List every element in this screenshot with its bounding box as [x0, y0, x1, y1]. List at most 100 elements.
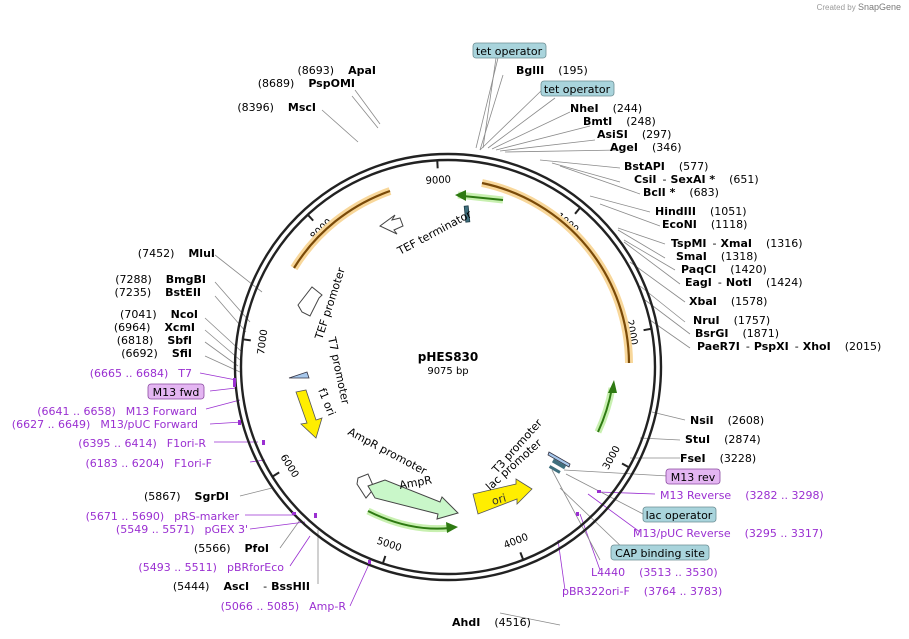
tef-terminator-arrow — [379, 214, 404, 235]
box-tet-operator-1: tet operator — [472, 42, 547, 59]
site-ncoi: (7041)NcoI — [120, 308, 198, 321]
site-eagi-noti: EagI-NotI(1424) — [685, 276, 803, 289]
ampr-arc-head — [446, 522, 458, 533]
primer-amp-r: (5066 .. 5085)Amp-R — [221, 600, 347, 613]
green-arrow-top-head — [455, 190, 466, 201]
site-pfoi: (5566)PfoI — [194, 542, 269, 555]
site-asisi: AsiSI(297) — [597, 128, 671, 141]
box-label: M13 fwd — [153, 386, 200, 399]
tick-label: 6000 — [278, 453, 301, 480]
site-pspomi: (8689)PspOMI — [258, 77, 355, 90]
tef-promoter-arrow — [297, 286, 323, 317]
green-arrow-right-head — [608, 380, 617, 393]
primer-l4440: L4440(3513 .. 3530) — [591, 566, 718, 579]
site-nhei: NheI(244) — [570, 102, 642, 115]
site-agei: AgeI(346) — [610, 141, 682, 154]
site-msci: (8396)MscI — [237, 101, 316, 114]
site-mlui: (7452)MluI — [138, 247, 215, 260]
primers-left: (6665 .. 6684)T7 (6641 .. 6658)M13 Forwa… — [12, 367, 347, 613]
primer-m13-forward: (6641 .. 6658)M13 Forward — [37, 405, 197, 418]
tick-mark — [621, 462, 630, 469]
sites-right: BglII(195) NheI(244) BmtI(248) AsiSI(297… — [452, 64, 881, 629]
site-sgrdi: (5867)SgrDI — [144, 490, 229, 503]
site-asci-bsshii: (5444)AscI-BssHII — [173, 580, 310, 593]
credit-prefix: Created by — [816, 3, 856, 12]
tick-mark — [574, 207, 581, 215]
box-label: tet operator — [544, 83, 611, 96]
ampr-arrow — [367, 479, 459, 520]
feature-label-ampr: AmpR — [398, 473, 433, 492]
primer-m13-reverse: M13 Reverse(3282 .. 3298) — [660, 489, 824, 502]
primer-f1ori-f: (6183 .. 6204)F1ori-F — [86, 457, 213, 470]
site-ahdi: AhdI(4516) — [452, 616, 531, 629]
site-bcli: BclI *(683) — [643, 186, 719, 199]
site-bstapi: BstAPI(577) — [624, 160, 708, 173]
tick-label: 3000 — [601, 444, 623, 472]
plasmid-length: 9075 bp — [427, 366, 468, 377]
box-label: M13 rev — [671, 471, 716, 484]
tef-gene-arc-glow — [481, 179, 633, 364]
snapgene-credit: Created by SnapGene — [817, 2, 901, 12]
primer-m13puc-reverse: M13/pUC Reverse(3295 .. 3317) — [633, 527, 823, 540]
tick-mark — [242, 338, 251, 342]
f1-ori-arrow — [295, 389, 323, 439]
site-smai: SmaI(1318) — [676, 250, 757, 263]
sites-left: (8693)ApaI (8689)PspOMI (8396)MscI (7452… — [114, 64, 376, 593]
site-econi: EcoNI(1118) — [662, 218, 747, 231]
tick-label: 5000 — [375, 536, 403, 554]
ori-arrow — [472, 478, 533, 515]
cap-site-marker — [548, 465, 561, 474]
site-tspmi-xmai: TspMI-XmaI(1316) — [671, 237, 803, 250]
feature-label-tef-promoter: TEF promoter — [312, 266, 348, 342]
tick-label: 9000 — [425, 175, 451, 187]
site-xbai: XbaI(1578) — [689, 295, 767, 308]
site-stui: StuI(2874) — [685, 433, 761, 446]
left-orange-arc-glow — [290, 187, 392, 271]
feature-label-f1-ori: f1 ori — [315, 386, 338, 417]
primer-f1ori-r: (6395 .. 6414)F1ori-R — [78, 437, 206, 450]
box-tet-operator-2: tet operator — [540, 80, 615, 97]
tick-mark — [519, 552, 525, 561]
t7-promoter-arrow — [288, 371, 310, 379]
primer-prs-marker: (5671 .. 5690)pRS-marker — [86, 510, 240, 523]
box-m13-fwd: M13 fwd — [147, 383, 205, 400]
tet-operator-marker — [463, 205, 471, 223]
box-label: tet operator — [476, 45, 543, 58]
site-csii-sexai: CsiI-SexAI *(651) — [634, 173, 759, 186]
primer-marks — [233, 378, 601, 564]
tick-mark — [643, 327, 652, 332]
site-xcmi: (6964)XcmI — [114, 321, 195, 334]
tick-label: 4000 — [502, 532, 530, 552]
site-fsei: FseI(3228) — [680, 452, 756, 465]
credit-brand: SnapGene — [857, 2, 901, 12]
box-label: lac operator — [646, 509, 713, 522]
primer-pbrforeco: (5493 .. 5511)pBRforEco — [138, 561, 284, 574]
primer-t7: (6665 .. 6684)T7 — [90, 367, 192, 380]
primer-leader-lines — [199, 372, 656, 607]
site-sbfi: (6818)SbfI — [117, 334, 192, 347]
tick-mark — [381, 555, 387, 564]
feature-label-tef-terminator: TEF terminator — [394, 207, 474, 258]
box-cap-binding-site: CAP binding site — [610, 544, 710, 561]
site-bsrgi: BsrGI(1871) — [695, 327, 779, 340]
ampr-arc — [367, 510, 451, 530]
tick-marks — [242, 160, 652, 564]
tef-gene-arc — [481, 181, 631, 364]
box-label: CAP binding site — [615, 547, 705, 560]
left-orange-arc — [293, 189, 391, 269]
backbone-inner — [239, 158, 657, 576]
box-lac-operator: lac operator — [642, 506, 717, 523]
tick-label: 7000 — [256, 329, 270, 356]
primers-right: M13 Reverse(3282 .. 3298) M13/pUC Revers… — [562, 489, 824, 598]
plasmid-name: pHES830 — [418, 350, 479, 364]
feature-label-ampr-promoter: AmpR promoter — [346, 425, 430, 478]
site-apai: (8693)ApaI — [298, 64, 376, 77]
feature-label-ori: ori — [490, 491, 507, 507]
site-sfii: (6692)SfiI — [121, 347, 192, 360]
site-bmgbi: (7288)BmgBI — [115, 273, 206, 286]
tick-mark — [271, 471, 280, 478]
primer-pbr322ori-f: pBR322ori-F(3764 .. 3783) — [562, 585, 722, 598]
site-nsii: NsiI(2608) — [690, 414, 764, 427]
site-nrui: NruI(1757) — [693, 314, 770, 327]
